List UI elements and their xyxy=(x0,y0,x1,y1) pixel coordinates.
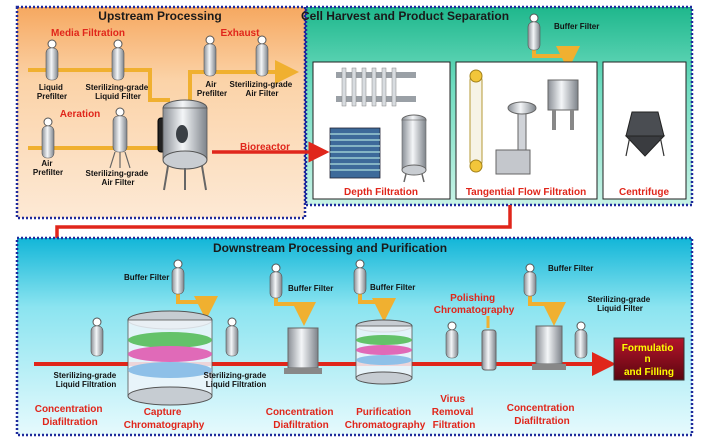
bioreactor-vessel xyxy=(157,99,208,191)
polishing-column-icon xyxy=(481,329,497,371)
sterilizing-air-filter-housing xyxy=(109,107,131,169)
buffer-filter-label-3: Buffer Filter xyxy=(370,283,415,292)
harvest-panel: Cell Harvest and Product Separation Buff… xyxy=(301,5,694,207)
harvest-frame xyxy=(304,5,694,207)
aeration-label: Aeration xyxy=(60,109,101,120)
upstream-title: Upstream Processing xyxy=(98,9,221,23)
sterilizing-filtration-label-1: Sterilizing-grade Liquid Filtration xyxy=(54,371,119,389)
harvest-buffer-filter-label: Buffer Filter xyxy=(554,22,599,31)
buffer-feed-3 xyxy=(358,292,396,322)
stage-concentration-2: Concentration Diafiltration xyxy=(266,407,337,431)
concentration-skid-icon-2 xyxy=(284,327,322,374)
sterilizing-air-filter-label: Sterilizing-grade Air Filter xyxy=(86,169,151,187)
depth-filtration-label: Depth Filtration xyxy=(344,187,418,198)
sterilizing-filtration-housing-2 xyxy=(225,317,239,357)
stage-capture: Capture Chromatography xyxy=(124,407,205,431)
polishing-chromatography-label: Polishing Chromatography xyxy=(434,293,515,316)
air-prefilter-label: Air Prefilter xyxy=(33,159,63,177)
depth-filter-press-icon xyxy=(336,67,416,107)
buffer-feed-4 xyxy=(528,294,566,326)
buffer-filter-housing-1 xyxy=(171,259,185,295)
buffer-filter-housing-4 xyxy=(523,263,537,297)
upstream-background xyxy=(17,7,305,218)
media-feed-line xyxy=(28,68,170,102)
exhaust-air-prefilter-label: Air Prefilter xyxy=(197,80,227,98)
buffer-filter-label-4: Buffer Filter xyxy=(548,264,593,273)
final-sterilizing-filter-housing xyxy=(574,321,588,359)
harvest-title: Cell Harvest and Product Separation xyxy=(301,9,509,23)
downstream-panel: Downstream Processing and Purification xyxy=(15,236,694,437)
buffer-filter-housing-3 xyxy=(353,259,367,295)
tff-label: Tangential Flow Filtration xyxy=(466,187,586,198)
exhaust-air-prefilter-housing xyxy=(203,35,217,77)
downstream-frame xyxy=(15,236,694,437)
buffer-filter-label-1: Buffer Filter xyxy=(124,273,169,282)
sterilizing-liquid-filter-label: Sterilizing-grade Liquid Filter xyxy=(86,83,151,101)
liquid-prefilter-housing xyxy=(45,39,59,81)
depth-filter-vessel-icon xyxy=(401,114,427,183)
bioreactor-label: Bioreactor xyxy=(240,142,290,153)
centrifuge-label: Centrifuge xyxy=(619,187,669,198)
concentration-skid-icon-3 xyxy=(532,325,566,370)
harvest-buffer-filter-housing xyxy=(527,13,541,51)
buffer-feed-1 xyxy=(176,294,218,320)
downstream-title: Downstream Processing and Purification xyxy=(213,241,447,255)
formulation-box xyxy=(613,337,685,381)
stage-concentration-1: Concentration Diafiltration xyxy=(35,404,106,428)
liquid-prefilter-label: Liquid Prefilter xyxy=(37,83,67,101)
tff-skid-icon xyxy=(495,79,579,175)
buffer-feed-2 xyxy=(274,296,316,326)
harvest-buffer-feed-line xyxy=(532,46,580,70)
purification-column-icon xyxy=(355,319,413,385)
air-prefilter-housing xyxy=(41,117,55,159)
stage-purification: Purification Chromatography xyxy=(345,407,426,431)
centrifuge-icon xyxy=(624,111,666,157)
capture-column-icon xyxy=(127,310,213,406)
stage-concentration-3: Concentration Diafiltration xyxy=(507,403,578,427)
exhaust-sterilizing-air-filter-housing xyxy=(255,35,269,77)
virus-filter-housing xyxy=(445,321,459,359)
upstream-panel: Upstream Processing Media Filtration Aer… xyxy=(15,5,307,220)
tff-column-icon xyxy=(469,69,483,173)
exhaust-label: Exhaust xyxy=(221,28,261,39)
exhaust-sterilizing-air-filter-label: Sterilizing-grade Air Filter xyxy=(230,80,295,98)
sterilizing-liquid-filter-label: Sterilizing-grade Liquid Filter xyxy=(588,295,653,313)
buffer-filter-label-2: Buffer Filter xyxy=(288,284,333,293)
sterilizing-filtration-housing-1 xyxy=(90,317,104,357)
upstream-frame xyxy=(15,5,307,220)
buffer-filter-housing-2 xyxy=(269,263,283,299)
depth-filter-stack-icon xyxy=(329,127,381,179)
sterilizing-liquid-filter-housing xyxy=(111,39,125,81)
media-filtration-label: Media Filtration xyxy=(51,28,125,39)
formulation-label: Formulatio n and Filling xyxy=(622,343,676,378)
stage-virus-removal: Virus Removal Filtration xyxy=(432,394,476,431)
sterilizing-filtration-label-2: Sterilizing-grade Liquid Filtration xyxy=(204,371,269,389)
